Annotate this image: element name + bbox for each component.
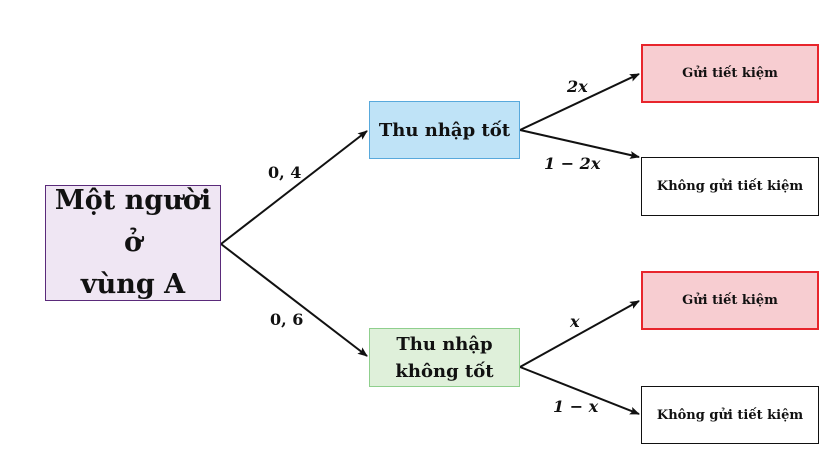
edge-bad-to-save: [519, 300, 640, 368]
leaf-good-save-label: Gửi tiết kiệm: [682, 66, 778, 81]
good-income-label: Thu nhập tốt: [378, 119, 511, 141]
edge-root-to-bad-income: [220, 243, 368, 357]
leaf-bad-save-label: Gửi tiết kiệm: [682, 293, 778, 308]
root-label-line2: vùng A: [80, 268, 186, 300]
leaf-bad-save: Gửi tiết kiệm: [641, 271, 819, 330]
root-label-line1: Một người ở: [54, 185, 212, 259]
edge-good-to-save: [519, 73, 640, 131]
edge-label-bad-save: x: [570, 312, 580, 331]
leaf-good-nosave-label: Không gửi tiết kiệm: [656, 179, 804, 194]
leaf-good-save: Gửi tiết kiệm: [641, 44, 819, 103]
edge-root-to-good-income: [220, 130, 368, 245]
edge-good-to-nosave: [519, 129, 640, 159]
good-income-node: Thu nhập tốt: [369, 101, 520, 159]
bad-income-node: Thu nhập không tốt: [369, 328, 520, 387]
bad-income-label-line2: không tốt: [395, 360, 494, 382]
edge-label-bad-nosave: 1 − x: [553, 397, 599, 416]
leaf-bad-nosave: Không gửi tiết kiệm: [641, 386, 819, 444]
bad-income-label-line1: Thu nhập: [396, 333, 493, 355]
edge-label-good-income: 0, 4: [268, 163, 302, 182]
leaf-good-nosave: Không gửi tiết kiệm: [641, 157, 819, 216]
edge-bad-to-nosave: [519, 366, 640, 415]
edge-label-bad-income: 0, 6: [270, 310, 304, 329]
edge-label-good-save: 2x: [567, 77, 588, 96]
leaf-bad-nosave-label: Không gửi tiết kiệm: [656, 407, 804, 423]
edge-label-good-nosave: 1 − 2x: [544, 154, 601, 173]
root-node: Một người ở vùng A: [45, 185, 221, 301]
